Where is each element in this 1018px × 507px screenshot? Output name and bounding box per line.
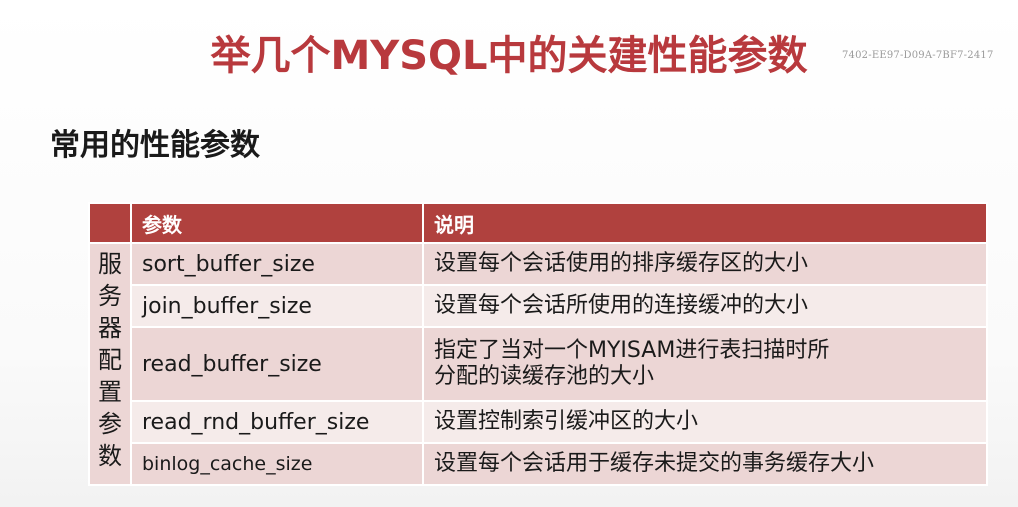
param-name: join_buffer_size xyxy=(130,284,424,328)
table-header-row: 参数 说明 xyxy=(88,202,988,244)
parameters-table: 参数 说明 服 务 器 配 置 参 数 sort_buffer_size 设置每… xyxy=(88,202,988,486)
param-description-line: 指定了当对一个MYISAM进行表扫描时所 xyxy=(434,338,830,363)
watermark-code: 7402-EE97-D09A-7BF7-2417 xyxy=(842,50,994,61)
param-description: 设置控制索引缓冲区的大小 xyxy=(422,400,988,444)
param-description: 设置每个会话使用的排序缓存区的大小 xyxy=(422,242,988,286)
group-label-char: 参 xyxy=(98,410,122,438)
param-description: 设置每个会话所使用的连接缓冲的大小 xyxy=(422,284,988,328)
param-name: read_rnd_buffer_size xyxy=(130,400,424,444)
table-row: binlog_cache_size 设置每个会话用于缓存未提交的事务缓存大小 xyxy=(89,442,988,486)
table-row: 服 务 器 配 置 参 数 sort_buffer_size 设置每个会话使用的… xyxy=(88,242,988,486)
param-description-line: 分配的读缓存池的大小 xyxy=(434,364,655,389)
table-row: read_buffer_size 指定了当对一个MYISAM进行表扫描时所 分配… xyxy=(89,326,988,402)
group-label-char: 配 xyxy=(98,346,122,374)
param-name: sort_buffer_size xyxy=(130,242,424,286)
slide-title: 举几个MYSQL中的关建性能参数 xyxy=(210,33,808,79)
param-description: 设置每个会话用于缓存未提交的事务缓存大小 xyxy=(422,442,988,486)
group-label-char: 服 xyxy=(98,250,122,278)
param-name: binlog_cache_size xyxy=(130,442,424,486)
group-label-char: 器 xyxy=(98,314,122,342)
group-label-char: 数 xyxy=(98,442,122,470)
group-label-server-config: 服 务 器 配 置 参 数 xyxy=(88,242,132,486)
header-description: 说明 xyxy=(422,202,988,244)
header-group-cell xyxy=(88,202,132,244)
group-label-char: 务 xyxy=(98,282,122,310)
table-row: read_rnd_buffer_size 设置控制索引缓冲区的大小 xyxy=(89,400,988,444)
header-param: 参数 xyxy=(130,202,424,244)
table-row: join_buffer_size 设置每个会话所使用的连接缓冲的大小 xyxy=(89,284,988,328)
section-heading: 常用的性能参数 xyxy=(50,128,260,163)
param-name: read_buffer_size xyxy=(130,326,424,402)
param-description: 指定了当对一个MYISAM进行表扫描时所 分配的读缓存池的大小 xyxy=(422,326,988,402)
group-label-char: 置 xyxy=(98,378,122,406)
